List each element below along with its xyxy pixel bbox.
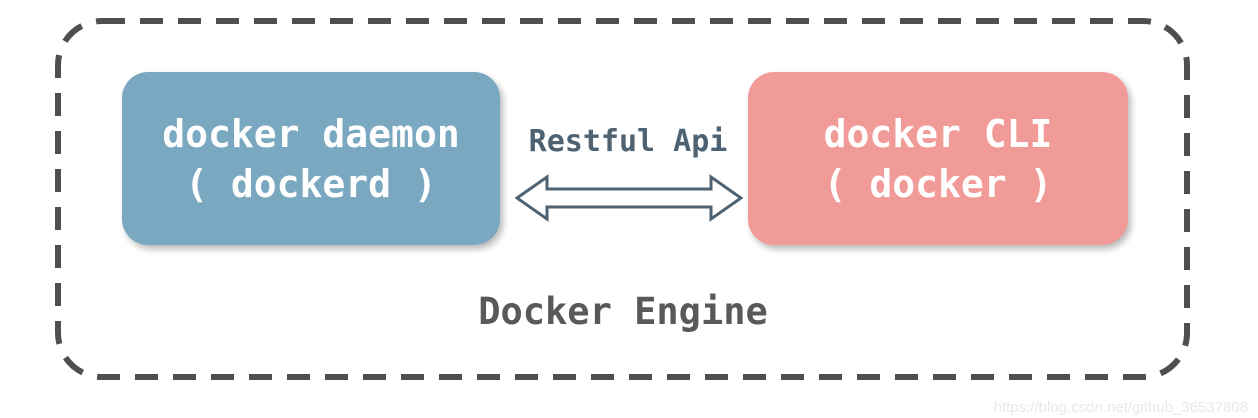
docker-daemon-box-subtitle: ( dockerd ): [185, 161, 437, 206]
double-arrow-icon: [515, 174, 743, 222]
docker-engine-label: Docker Engine: [478, 290, 768, 333]
docker-daemon-box-title: docker daemon: [162, 111, 460, 156]
docker-cli-box: docker CLI ( docker ): [748, 72, 1128, 245]
docker-cli-box-title: docker CLI: [823, 111, 1053, 156]
docker-daemon-box: docker daemon ( dockerd ): [122, 72, 500, 245]
restful-api-label: Restful Api: [528, 124, 728, 159]
watermark-text: https://blog.csdn.net/github_36537808: [993, 399, 1248, 416]
docker-cli-box-subtitle: ( docker ): [823, 161, 1053, 206]
